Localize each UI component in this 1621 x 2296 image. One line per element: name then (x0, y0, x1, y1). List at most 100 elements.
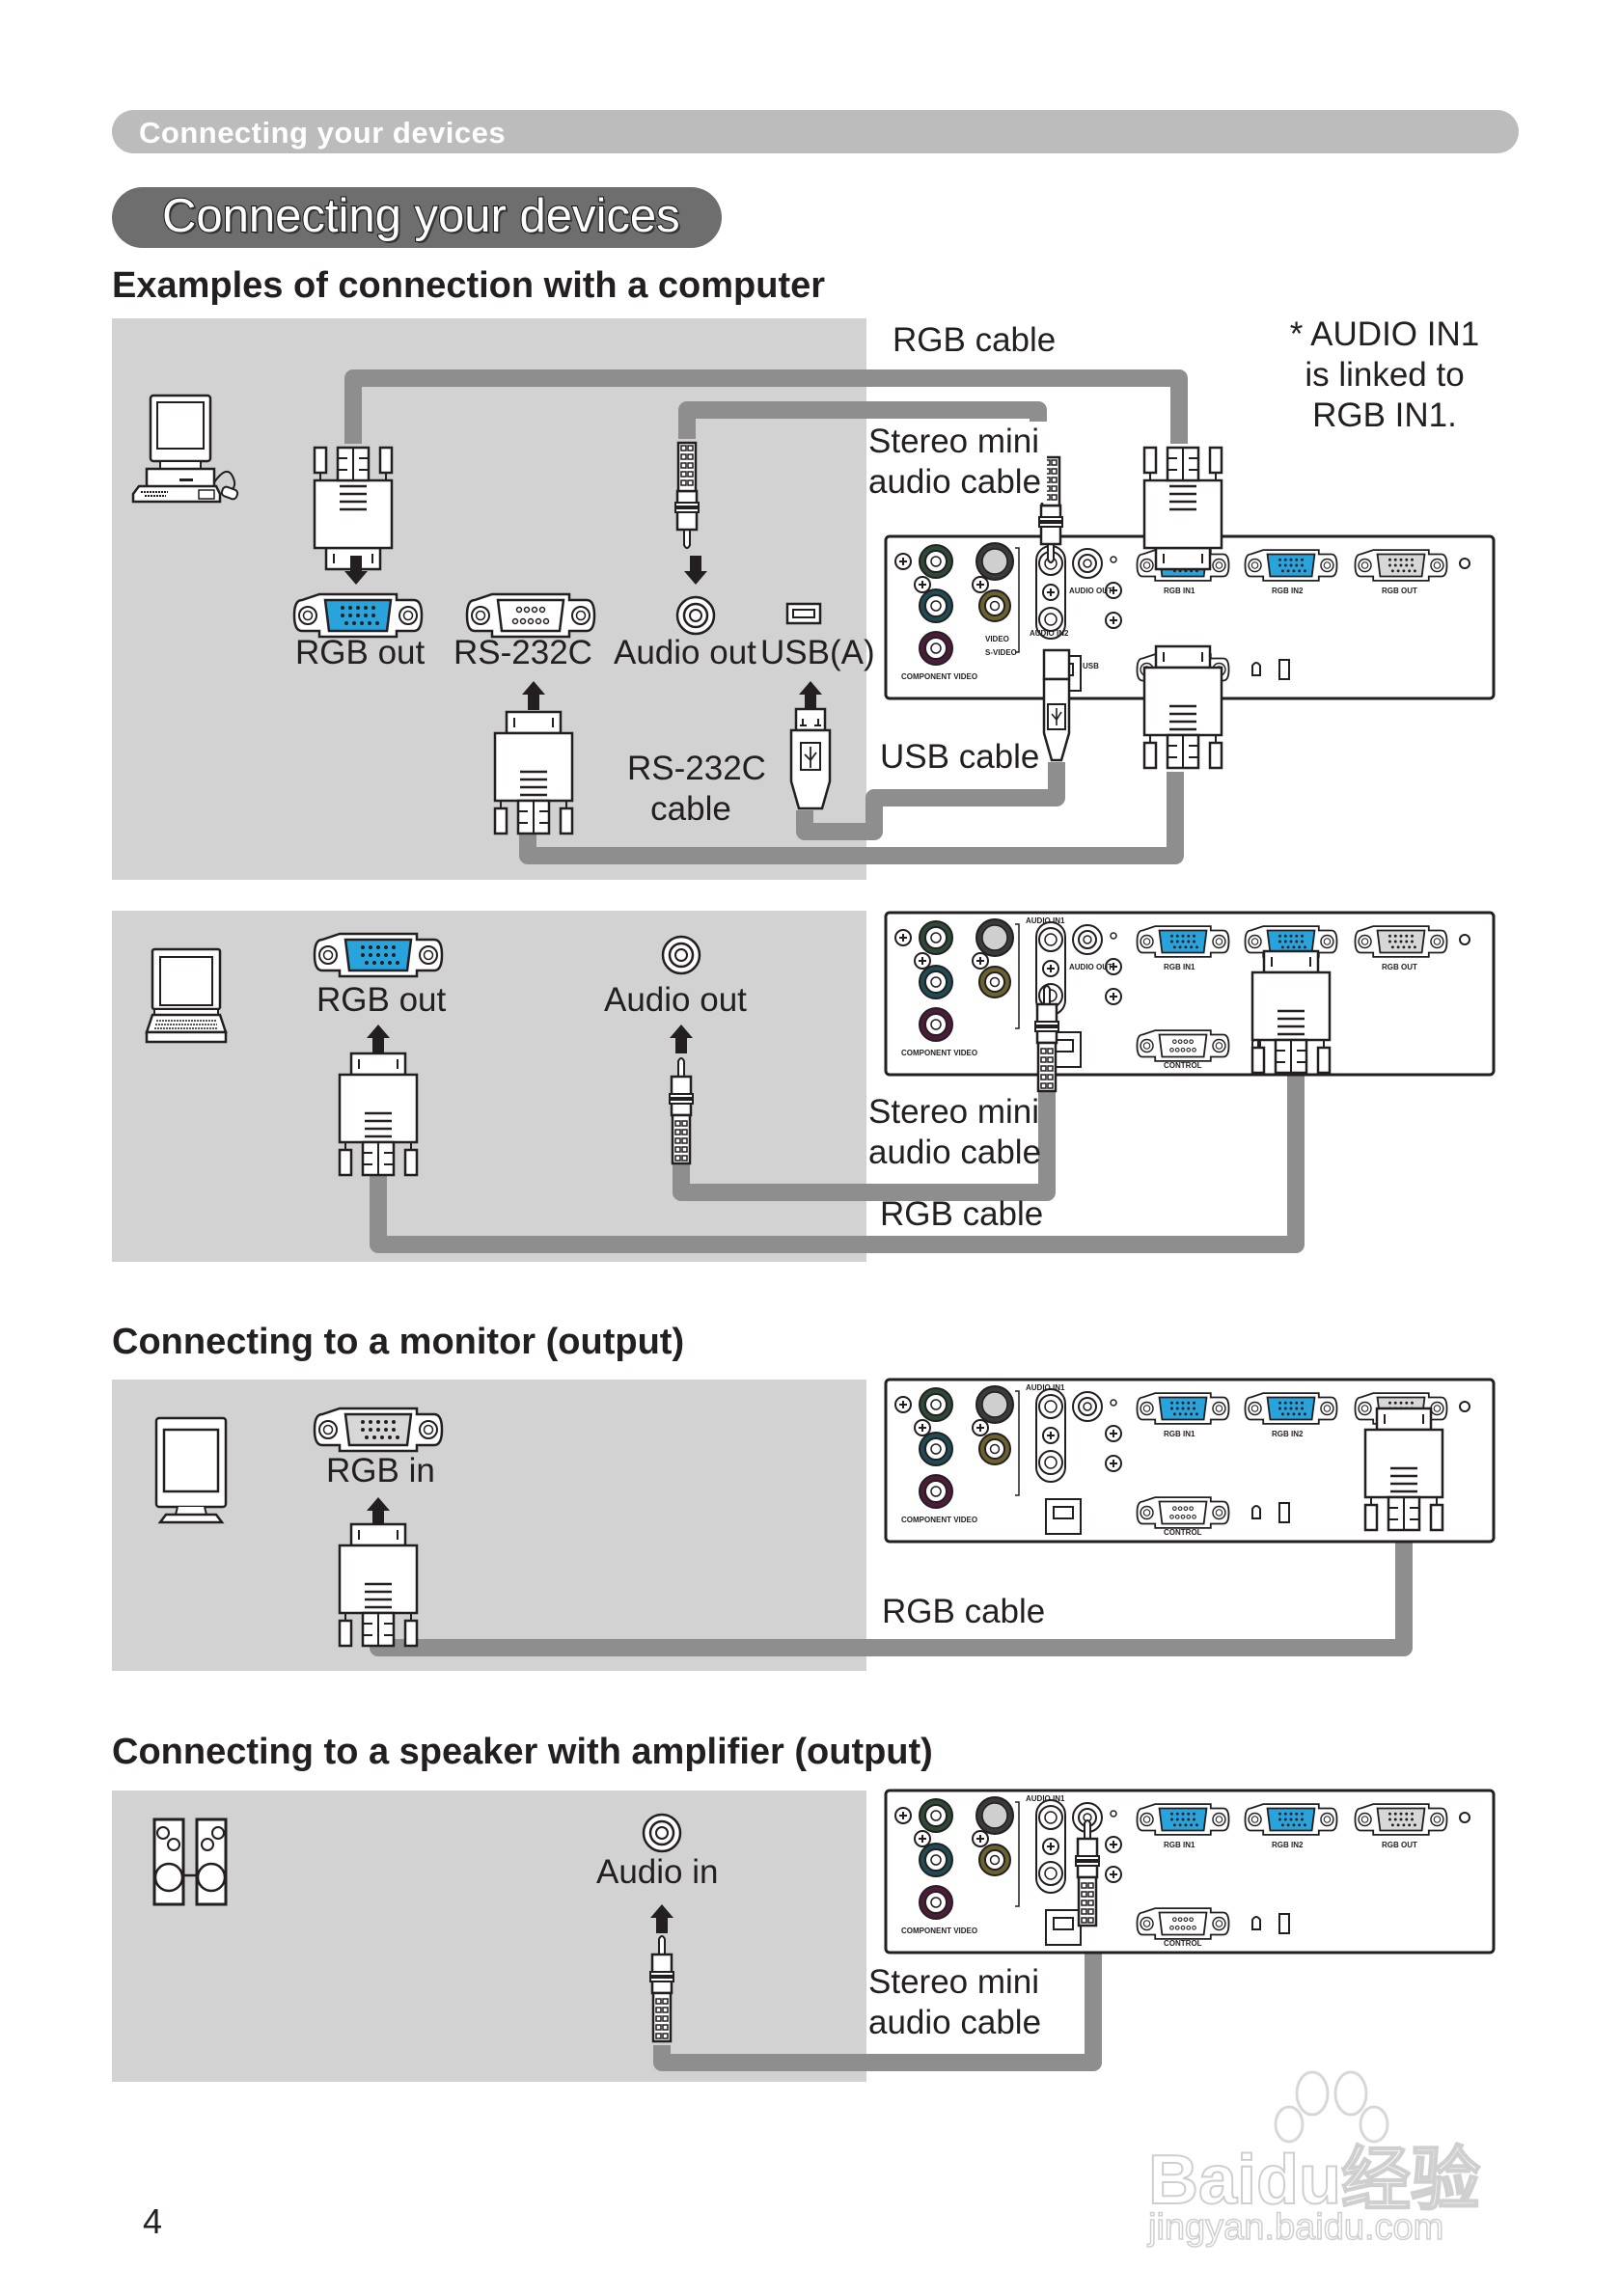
panel-monitor-example (112, 1380, 866, 1671)
cable-label-line: cable (650, 790, 731, 828)
section-heading-computer: Examples of connection with a computer (112, 265, 826, 306)
usb-b-plug (1042, 648, 1071, 762)
note-line: * AUDIO IN1 (1289, 315, 1480, 353)
cable-rgb-desktop (344, 369, 1188, 444)
arrow-up-icon (799, 681, 822, 710)
laptop-computer-icon (145, 947, 228, 1044)
watermark-url: jingyan.baidu.com (1147, 2206, 1444, 2249)
vga-plug-rgb-out (1363, 1407, 1444, 1532)
cable-rgb-laptop (370, 1047, 1305, 1253)
projector-label-component-video: COMPONENT VIDEO (901, 672, 978, 681)
note-audio-in1-linked: * AUDIO IN1 is linked to RGB IN1. (1274, 314, 1496, 436)
arrow-up-icon (650, 1904, 673, 1933)
projector-label-rgb-in1: RGB IN1 (1164, 963, 1195, 971)
cable-audio-laptop (673, 1090, 1056, 1201)
rgb-out-port-icon (313, 932, 444, 978)
projector-label-usb: USB (1083, 662, 1099, 670)
projector-label-rgb-in2: RGB IN2 (1272, 587, 1304, 595)
projector-label-audio-in2: AUDIO IN2 (1030, 629, 1069, 638)
section-heading-speaker: Connecting to a speaker with amplifier (… (112, 1732, 933, 1772)
watermark-brand: Baidu经验 (1147, 2122, 1481, 2224)
speakers-icon (152, 1818, 228, 1906)
port-label-audio-out: Audio out (604, 981, 747, 1019)
mini-plug-desktop (673, 441, 701, 550)
cable-label-stereo-mini: Stereo mini audio cable (868, 1962, 1041, 2043)
projector-label-rgb-out: RGB OUT (1382, 1841, 1417, 1849)
port-label-rgb-out: RGB out (316, 981, 447, 1019)
port-label-rgb-in: RGB in (326, 1452, 435, 1490)
vga-plug-desktop (313, 446, 394, 571)
port-label-rgb-out: RGB out (295, 634, 426, 671)
note-line: RGB IN1. (1312, 396, 1457, 434)
cable-label-rs232c: RS-232C cable (627, 749, 766, 830)
running-header-bar: Connecting your devices (112, 110, 1519, 153)
projector-label-rgb-in1: RGB IN1 (1164, 1841, 1195, 1849)
note-line: is linked to (1305, 356, 1465, 394)
usb-a-port-icon (785, 602, 822, 625)
port-label-usb-a: USB(A) (760, 634, 875, 671)
running-header-text: Connecting your devices (139, 116, 507, 150)
cable-label-line: audio cable (868, 1134, 1042, 1171)
page-number: 4 (143, 2201, 163, 2241)
projector-label-audio-in1: AUDIO IN1 (1026, 916, 1065, 925)
arrow-up-icon (522, 681, 545, 710)
watermark-brand-text: Baidu (1147, 2141, 1342, 2220)
watermark-brand-suffix: 经验 (1340, 2141, 1481, 2220)
port-label-audio-in: Audio in (596, 1853, 719, 1891)
port-label-rs232c: RS-232C (453, 634, 592, 671)
projector-label-audio-in1: AUDIO IN1 (1026, 1383, 1065, 1392)
cable-label-rgb: RGB cable (893, 321, 1057, 359)
audio-out-jack-icon (661, 935, 701, 975)
projector-label-rgb-in2: RGB IN2 (1272, 1841, 1304, 1849)
projector-label-component-video: COMPONENT VIDEO (901, 1049, 978, 1057)
vga-plug-laptop (338, 1052, 419, 1177)
cable-label-usb: USB cable (880, 738, 1040, 776)
cable-label-stereo-mini: Stereo mini audio cable (868, 1092, 1041, 1173)
cable-label-rgb: RGB cable (882, 1593, 1046, 1630)
rs232c-port-icon (465, 592, 596, 639)
rgb-out-port-icon (292, 592, 424, 639)
cable-usb-desktop (796, 762, 1065, 840)
audio-out-jack-icon (675, 595, 716, 636)
panel-laptop-example (112, 911, 866, 1262)
rgb-in-port-icon (313, 1407, 444, 1453)
mini-plug-laptop (668, 1056, 695, 1165)
projector-label-rgb-in1: RGB IN1 (1164, 1430, 1195, 1438)
arrow-up-icon (670, 1025, 693, 1053)
usb-a-plug (789, 707, 832, 810)
arrow-up-icon (367, 1497, 390, 1526)
cable-audio-speaker (653, 1939, 1102, 2071)
vga-plug-rgb-in2 (1250, 949, 1332, 1075)
monitor-icon (154, 1416, 228, 1524)
projector-label-control: CONTROL (1164, 1939, 1202, 1948)
arrow-up-icon (367, 1025, 390, 1053)
audio-in-jack-icon (642, 1813, 682, 1853)
cable-rs232c-desktop (519, 772, 1184, 864)
baidu-watermark: Baidu经验 jingyan.baidu.com (1147, 2055, 1534, 2249)
projector-label-video: VIDEO (985, 635, 1009, 643)
cable-label-stereo-mini: Stereo mini audio cable (868, 422, 1048, 503)
cable-label-rgb: RGB cable (880, 1195, 1044, 1233)
cable-label-line: Stereo mini (868, 1963, 1040, 2001)
mini-plug-speaker (648, 1934, 675, 2043)
arrow-down-icon (684, 556, 707, 585)
port-label-audio-out: Audio out (614, 634, 756, 671)
projector-label-audio-out: AUDIO OUT (1069, 587, 1113, 595)
desktop-computer-icon (131, 394, 240, 504)
section-heading-monitor: Connecting to a monitor (output) (112, 1322, 685, 1362)
vga-plug-rgb-in1 (1142, 446, 1223, 571)
vga-plug-monitor (338, 1522, 419, 1648)
cable-label-line: Stereo mini (868, 423, 1040, 460)
projector-label-rgb-in2: RGB IN2 (1272, 1430, 1304, 1438)
cable-label-line: RS-232C (627, 750, 766, 787)
page-title-pill: Connecting your devices (112, 187, 722, 248)
projector-label-control: CONTROL (1164, 1528, 1202, 1537)
panel-speaker-example (112, 1790, 866, 2082)
cable-label-line: Stereo mini (868, 1093, 1040, 1131)
projector-label-component-video: COMPONENT VIDEO (901, 1516, 978, 1524)
projector-label-rgb-in1: RGB IN1 (1164, 587, 1195, 595)
projector-label-audio-in1: AUDIO IN1 (1026, 1794, 1065, 1803)
rs232c-plug (493, 710, 574, 835)
page-title: Connecting your devices (161, 189, 681, 243)
